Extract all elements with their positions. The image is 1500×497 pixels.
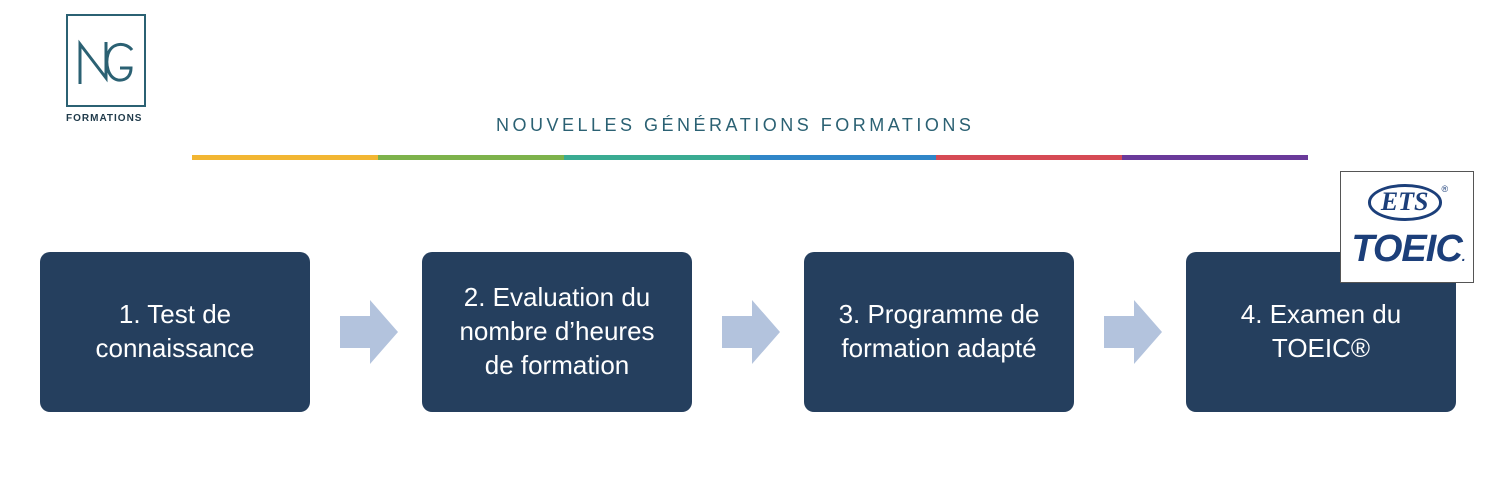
header-tagline: NOUVELLES GÉNÉRATIONS FORMATIONS (496, 115, 975, 135)
arrow-right-icon (1104, 300, 1162, 364)
arrow-right-icon (722, 300, 780, 364)
toeic-wordmark: TOEIC. (1351, 228, 1465, 270)
logo-frame (66, 14, 146, 107)
step-3-label: 3. Programme de formation adapté (838, 299, 1040, 363)
rainbow-segment (936, 155, 1122, 160)
rainbow-segment (192, 155, 378, 160)
step-3-box: 3. Programme de formation adapté (804, 252, 1074, 412)
ng-formations-logo: FORMATIONS (66, 14, 150, 130)
step-2-label: 2. Evaluation du nombre d’heures de form… (459, 282, 655, 380)
step-2-box: 2. Evaluation du nombre d’heures de form… (422, 252, 692, 412)
rainbow-segment (378, 155, 564, 160)
rainbow-segment (750, 155, 936, 160)
step-1-box: 1. Test de connaissance (40, 252, 310, 412)
ets-oval: ETS (1367, 184, 1442, 221)
arrow-right-icon (340, 300, 398, 364)
ets-toeic-logo: ETS® TOEIC. (1340, 171, 1474, 283)
logo-subtitle: FORMATIONS (66, 113, 143, 124)
ets-mark: ETS® (1341, 184, 1475, 221)
rainbow-segment (564, 155, 750, 160)
step-4-label: 4. Examen du TOEIC® (1240, 299, 1402, 363)
rainbow-divider (192, 155, 1308, 160)
ng-monogram-icon (78, 39, 134, 84)
step-1-label: 1. Test de connaissance (95, 299, 255, 363)
rainbow-segment (1122, 155, 1308, 160)
